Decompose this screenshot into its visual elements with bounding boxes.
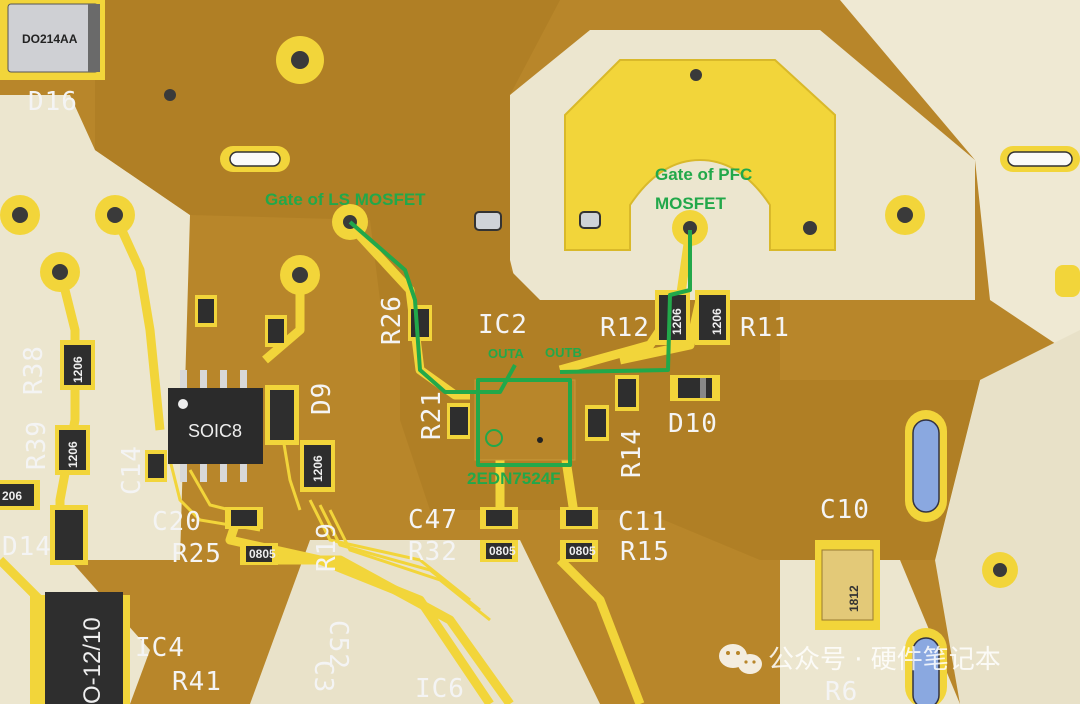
svg-text:1206: 1206 <box>710 308 724 335</box>
wechat-watermark: 公众号 · 硬件笔记本 <box>719 644 1001 675</box>
label-r32: R32 <box>408 537 458 567</box>
ic4-package: O-12/10 <box>30 592 130 704</box>
slot-holes <box>220 146 1080 704</box>
silkscreen-labels: D16 C14 C20 R25 R19 R38 R39 D14 D9 R26 R… <box>2 87 870 704</box>
label-ic6: IC6 <box>415 674 465 704</box>
label-r15: R15 <box>620 537 670 567</box>
svg-text:1206: 1206 <box>66 441 80 468</box>
label-d10: D10 <box>668 409 718 439</box>
svg-text:O-12/10: O-12/10 <box>79 617 106 704</box>
note-gate-pfc-line1: Gate of PFC <box>655 165 752 184</box>
soic8-ic: SOIC8 <box>168 370 263 482</box>
label-d9: D9 <box>307 382 337 415</box>
label-c10: C10 <box>820 495 870 525</box>
label-r11: R11 <box>740 313 790 343</box>
pfc-mosfet-pad <box>564 59 836 251</box>
svg-text:DO214AA: DO214AA <box>22 32 78 46</box>
svg-text:1206: 1206 <box>311 455 325 482</box>
label-r12: R12 <box>600 313 650 343</box>
svg-text:1812: 1812 <box>847 585 861 612</box>
label-r19: R19 <box>312 522 342 572</box>
note-outa: OUTA <box>488 346 524 361</box>
gate-annotation-text: Gate of LS MOSFET Gate of PFC MOSFET OUT… <box>265 165 752 488</box>
note-gate-ls: Gate of LS MOSFET <box>265 190 426 209</box>
label-c52: C52 <box>323 620 353 670</box>
label-r14: R14 <box>617 428 647 478</box>
svg-text:SOIC8: SOIC8 <box>188 421 242 441</box>
label-c14: C14 <box>117 445 147 495</box>
label-ic2: IC2 <box>478 310 528 340</box>
label-r39: R39 <box>22 420 52 470</box>
label-r21: R21 <box>417 390 447 440</box>
label-ic4: IC4 <box>135 633 185 663</box>
copper-pours <box>95 0 980 560</box>
label-c20: C20 <box>152 507 202 537</box>
svg-text:1206: 1206 <box>71 356 85 383</box>
label-d16: D16 <box>28 87 78 117</box>
svg-text:0805: 0805 <box>249 547 276 561</box>
note-outb: OUTB <box>545 345 582 360</box>
watermark-text: 公众号 · 硬件笔记本 <box>768 645 1001 675</box>
label-r41: R41 <box>172 667 222 697</box>
label-r25: R25 <box>172 539 222 569</box>
label-r6: R6 <box>825 677 858 704</box>
gate-annotation-overlay <box>348 220 692 467</box>
svg-text:0805: 0805 <box>489 544 516 558</box>
svg-text:206: 206 <box>2 489 22 503</box>
c10-capacitor-1812: 1812 <box>815 540 880 630</box>
smd-small-parts: 0805 0805 0805 <box>50 295 720 565</box>
smd-1206-parts: 1206 1206 1206 1206 1206 206 <box>0 290 730 510</box>
ic2-driver-package <box>470 370 585 461</box>
label-c11: C11 <box>618 507 668 537</box>
d16-diode: DO214AA <box>0 0 105 80</box>
svg-text:0805: 0805 <box>569 544 596 558</box>
wechat-icon <box>719 644 762 674</box>
note-driver: 2EDN7524F <box>467 469 561 488</box>
label-c3: C3 <box>308 660 338 693</box>
label-c47: C47 <box>408 505 458 535</box>
svg-text:1206: 1206 <box>670 308 684 335</box>
label-d14: D14 <box>2 532 52 562</box>
label-r26: R26 <box>377 295 407 345</box>
through-hole-pads <box>0 36 1018 588</box>
note-gate-pfc-line2: MOSFET <box>655 194 726 213</box>
label-r38: R38 <box>19 345 49 395</box>
